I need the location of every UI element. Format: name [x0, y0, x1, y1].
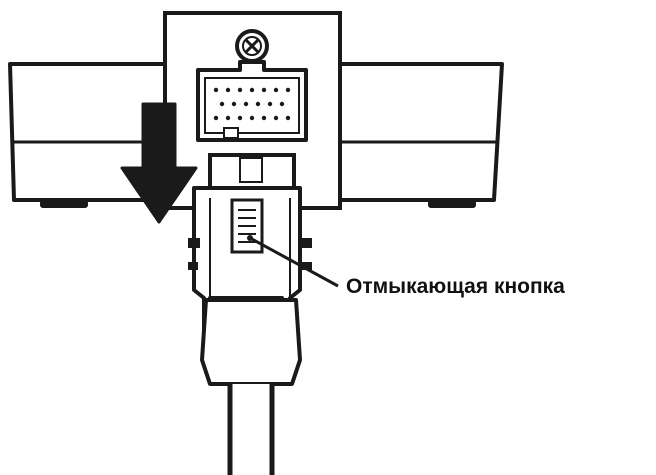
- screw-cross-icon: [235, 29, 269, 63]
- arrow-down-icon: [120, 102, 198, 224]
- callout-leader-dot: [247, 235, 253, 241]
- release-button-label: Отмыкающая кнопка: [346, 275, 565, 298]
- head-unit-feet: [40, 200, 476, 208]
- cable-plug: [188, 186, 312, 386]
- socket-pins: [213, 87, 291, 121]
- release-button: [230, 198, 264, 254]
- cable: [227, 384, 275, 475]
- unit-socket: [196, 60, 308, 142]
- callout-leader-line: [249, 236, 339, 288]
- plug-neck-tab: [239, 157, 263, 183]
